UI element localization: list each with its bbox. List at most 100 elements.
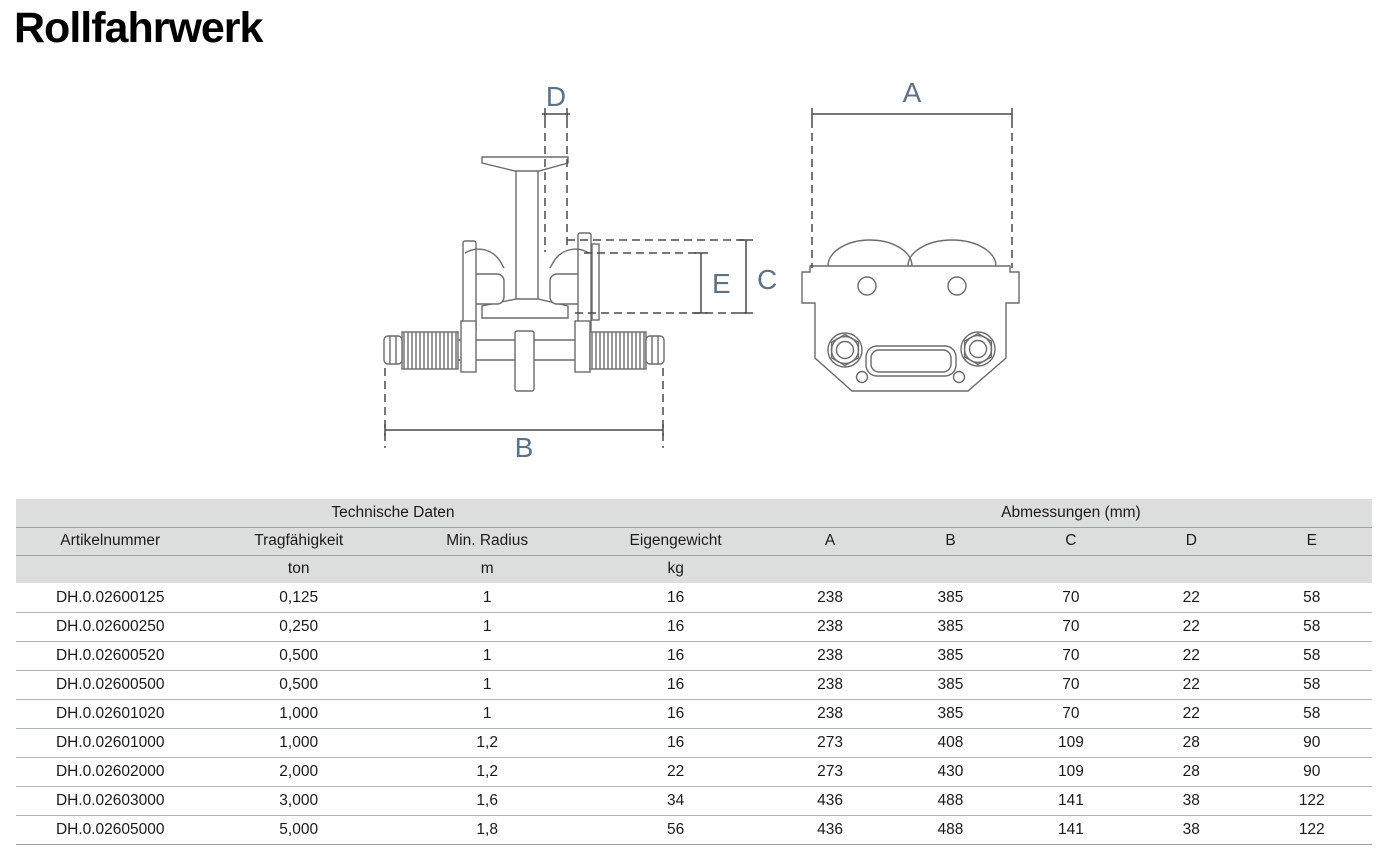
unit-cell: kg xyxy=(581,555,770,584)
table-cell: 141 xyxy=(1010,786,1132,816)
table-row: DH.0.02600250 0,250 1 16 238 385 70 22 5… xyxy=(16,612,1372,642)
table-cell: 141 xyxy=(1010,815,1132,845)
table-cell: 1,6 xyxy=(392,786,582,816)
table-cell: 488 xyxy=(890,815,1011,845)
unit-cell xyxy=(1131,555,1252,584)
cell-artikelnummer: DH.0.02600520 xyxy=(16,641,205,671)
table-row: DH.0.02605000 5,000 1,8 56 436 488 141 3… xyxy=(16,815,1372,845)
technical-drawing: D E C B A xyxy=(383,77,1020,463)
page-title: Rollfahrwerk xyxy=(14,4,263,52)
cell-artikelnummer: DH.0.02600250 xyxy=(16,612,205,642)
col-a: A xyxy=(769,527,891,556)
unit-cell xyxy=(890,555,1011,584)
column-header-row: Artikelnummer Tragfähigkeit Min. Radius … xyxy=(16,527,1372,556)
table-row: DH.0.02602000 2,000 1,2 22 273 430 109 2… xyxy=(16,757,1372,787)
table-row: DH.0.02600500 0,500 1 16 238 385 70 22 5… xyxy=(16,670,1372,700)
trolley-side-view xyxy=(383,156,665,392)
table-cell: 28 xyxy=(1131,757,1252,787)
unit-cell: m xyxy=(392,555,582,584)
unit-cell xyxy=(769,555,891,584)
table-row: DH.0.02601000 1,000 1,2 16 273 408 109 2… xyxy=(16,728,1372,758)
table-cell: 430 xyxy=(890,757,1011,787)
table-cell: 385 xyxy=(890,699,1011,729)
table-cell: 16 xyxy=(581,583,770,613)
table-cell: 34 xyxy=(581,786,770,816)
col-c: C xyxy=(1010,527,1132,556)
table-cell: 90 xyxy=(1251,728,1372,758)
table-cell: 488 xyxy=(890,786,1011,816)
table-row: DH.0.02600125 0,125 1 16 238 385 70 22 5… xyxy=(16,583,1372,613)
dimension-lines xyxy=(384,108,1013,448)
table-cell: 2,000 xyxy=(204,757,393,787)
table-cell: 16 xyxy=(581,728,770,758)
unit-cell xyxy=(16,555,205,584)
cell-artikelnummer: DH.0.02603000 xyxy=(16,786,205,816)
table-cell: 58 xyxy=(1251,612,1372,642)
table-cell: 109 xyxy=(1010,757,1132,787)
table-cell: 22 xyxy=(1131,583,1252,613)
table-cell: 273 xyxy=(769,757,891,787)
table-cell: 70 xyxy=(1010,670,1132,700)
table-cell: 22 xyxy=(1131,699,1252,729)
table-cell: 58 xyxy=(1251,583,1372,613)
table-cell: 238 xyxy=(769,641,891,671)
unit-cell: ton xyxy=(204,555,393,584)
dimension-label-b: B xyxy=(515,432,534,463)
col-b: B xyxy=(890,527,1011,556)
table-cell: 1 xyxy=(392,699,582,729)
table-cell: 238 xyxy=(769,583,891,613)
table-row: DH.0.02603000 3,000 1,6 34 436 488 141 3… xyxy=(16,786,1372,816)
table-cell: 1,2 xyxy=(392,757,582,787)
cell-artikelnummer: DH.0.02605000 xyxy=(16,815,205,845)
table-cell: 1 xyxy=(392,641,582,671)
table-cell: 436 xyxy=(769,786,891,816)
table-cell: 385 xyxy=(890,583,1011,613)
table-cell: 1,8 xyxy=(392,815,582,845)
table-cell: 38 xyxy=(1131,786,1252,816)
table-cell: 122 xyxy=(1251,786,1372,816)
table-cell: 70 xyxy=(1010,641,1132,671)
cell-artikelnummer: DH.0.02601000 xyxy=(16,728,205,758)
table-cell: 408 xyxy=(890,728,1011,758)
unit-cell xyxy=(1010,555,1132,584)
table-cell: 70 xyxy=(1010,612,1132,642)
table-cell: 28 xyxy=(1131,728,1252,758)
table-cell: 16 xyxy=(581,670,770,700)
table-cell: 70 xyxy=(1010,699,1132,729)
dimension-label-d: D xyxy=(546,81,566,112)
table-cell: 16 xyxy=(581,699,770,729)
units-row: ton m kg xyxy=(16,555,1372,584)
table-cell: 58 xyxy=(1251,641,1372,671)
table-cell: 385 xyxy=(890,670,1011,700)
cell-artikelnummer: DH.0.02601020 xyxy=(16,699,205,729)
dimension-label-c: C xyxy=(757,264,777,295)
table-cell: 109 xyxy=(1010,728,1132,758)
table-cell: 5,000 xyxy=(204,815,393,845)
table-row: DH.0.02600520 0,500 1 16 238 385 70 22 5… xyxy=(16,641,1372,671)
table-cell: 0,500 xyxy=(204,641,393,671)
table-cell: 1 xyxy=(392,583,582,613)
unit-cell xyxy=(1251,555,1372,584)
table-cell: 90 xyxy=(1251,757,1372,787)
table-cell: 70 xyxy=(1010,583,1132,613)
table-cell: 0,500 xyxy=(204,670,393,700)
table-cell: 0,125 xyxy=(204,583,393,613)
table-cell: 0,250 xyxy=(204,612,393,642)
table-cell: 1 xyxy=(392,670,582,700)
table-cell: 273 xyxy=(769,728,891,758)
table-cell: 385 xyxy=(890,612,1011,642)
table-cell: 122 xyxy=(1251,815,1372,845)
group-header-row: Technische Daten Abmessungen (mm) xyxy=(16,499,1372,528)
col-e: E xyxy=(1251,527,1372,556)
table-cell: 16 xyxy=(581,612,770,642)
table-cell: 16 xyxy=(581,641,770,671)
table-cell: 238 xyxy=(769,699,891,729)
table-cell: 22 xyxy=(1131,641,1252,671)
table-cell: 22 xyxy=(581,757,770,787)
dimension-label-a: A xyxy=(903,77,922,108)
dimension-label-e: E xyxy=(712,268,731,299)
cell-artikelnummer: DH.0.02602000 xyxy=(16,757,205,787)
table-row: DH.0.02601020 1,000 1 16 238 385 70 22 5… xyxy=(16,699,1372,729)
table-cell: 1,000 xyxy=(204,728,393,758)
trolley-front-view xyxy=(801,239,1020,392)
